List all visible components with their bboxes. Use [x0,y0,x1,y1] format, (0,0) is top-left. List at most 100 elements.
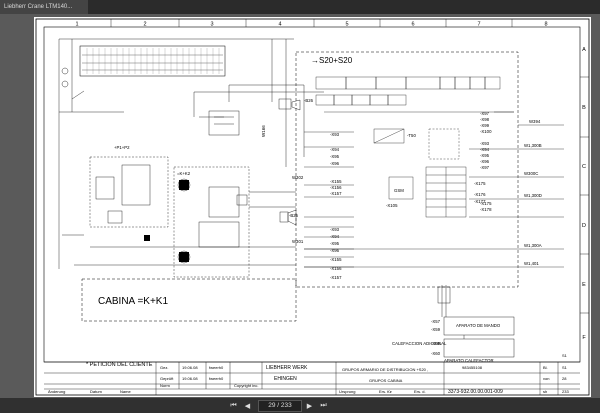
tb-desc1: GRUPOS ARMARIO DE DISTRIBUCION +S20 , [342,367,428,372]
tb-doc-no: 3373-932.00.00.001-009 [448,389,503,395]
heater-mando-label: APARATO DE MANDO [456,323,501,328]
terminal-label: -X94 [330,147,340,152]
tb-date2: 19.06.08 [182,376,198,381]
terminal-label: -X100 [480,129,492,134]
column-label: 3 [210,22,213,28]
terminal-label: -X156 [330,185,342,190]
tb-bl-label: Bl. [543,365,548,370]
wire-label: W300C [524,171,538,176]
terminal-label: -X94 [480,147,490,152]
wire-label: W1,300B [524,143,542,148]
terminal-label: -X176 [474,192,486,197]
terminal-label: -X96 [330,161,340,166]
terminal-label: -X60 [431,351,441,356]
tb-drawing-no: 983455108 [462,365,483,370]
wire-label: W1,300A [524,243,542,248]
column-label: 6 [411,22,414,28]
terminal-label: -X155 [330,179,342,184]
tb-sh-value: 233 [562,389,569,394]
terminal-label: -X157 [330,191,342,196]
column-label: 4 [278,22,281,28]
row-label: B [582,105,586,111]
terminal-label: -X175 [474,181,486,186]
first-page-button[interactable]: ⏮ [230,401,237,409]
terminal-label: -X93 [330,227,340,232]
terminal-label: -X94 [330,234,340,239]
tb-datum: Datum [90,389,102,394]
next-page-button[interactable]: ▶ [306,402,313,410]
terminal-label: -X98 [480,117,490,122]
tb-von-label: von [543,376,549,381]
peticion-note: * PETICION DEL CLIENTE [86,362,153,368]
row-label: F [582,335,586,341]
wire-label: W394 [529,119,541,124]
terminal-label: -X155 [330,257,342,262]
component-label: -T50 [407,133,416,138]
tb-name2: fweerh0 [209,376,224,381]
tb-company1: LIEBHERR WERK [266,365,308,371]
column-label: 8 [544,22,547,28]
block-title: →S20+S20 [311,56,353,65]
terminal-label: -X157 [330,275,342,280]
tb-company2: EHINGEN [274,376,297,382]
component-label: =K+K2 [177,171,191,176]
terminal-label: -X95 [330,154,340,159]
terminal-label: -X96 [330,248,340,253]
tb-copyright: Copyright inc. [234,383,258,388]
tb-name: Name [120,389,131,394]
wire-label: W166 [261,125,266,137]
terminal-label: -X97 [480,165,490,170]
terminal-label: -X95 [330,241,340,246]
last-page-button[interactable]: ⏭ [320,401,327,409]
row-label: C [582,164,586,170]
tb-desc2: GRUPOS CABINA [369,378,403,383]
tb-sh-label: sh [543,389,547,394]
heater-calefactor-label: APARATO CALEFACTOR [444,358,494,363]
page-number-input[interactable]: 29 / 233 [258,400,302,412]
column-label: 5 [345,22,348,28]
column-label: 2 [143,22,146,28]
tb-ers-d: Ers. d. [414,389,426,394]
component-label: -B26 [304,98,314,103]
wire-label: W1,300D [524,193,542,198]
tb-name1: fweerh0 [209,365,224,370]
component-label: +P1+P2 [114,145,130,150]
prev-page-button[interactable]: ◀ [244,402,251,410]
cabina-label: CABINA =K+K1 [98,296,168,307]
terminal-label: -X175 [480,201,492,206]
document-tab[interactable]: Liebherr Crane LTM140... [0,0,88,14]
terminal-label: -X59 [431,327,441,332]
component-label: GSM [394,188,404,193]
tb-norm-label: Norm [160,383,170,388]
tb-gez-label: Gez. [160,365,168,370]
terminal-label: -X177 [474,199,486,204]
row-label: E [582,282,586,288]
tb-gepr-label: Geprüft [160,376,174,381]
terminal-label: -X57 [431,319,441,324]
tb-bl-value: S1 [562,365,568,370]
terminal-label: -X156 [330,266,342,271]
wire-label: W1,401 [524,261,539,266]
terminal-label: -X93 [330,132,340,137]
wire-label: W301 [292,239,304,244]
terminal-label: -X97 [480,111,490,116]
row-label: A [582,47,586,53]
status-bar: ⏮ ◀ 29 / 233 ▶ ⏭ [0,398,600,413]
tb-von-value: 28 [562,376,567,381]
terminal-label: -X178 [480,207,492,212]
terminal-label: -X93 [480,141,490,146]
tb-ers-fur: Ers. für [379,389,393,394]
wire-label: W302 [292,175,304,180]
document-viewer[interactable]: 1 2 3 4 5 6 7 8 A B C D E F [0,14,600,398]
window-titlebar: Liebherr Crane LTM140... [0,0,600,14]
column-label: 1 [75,22,78,28]
tb-date1: 19.06.08 [182,365,198,370]
row-label: D [582,223,586,229]
tb-ursprung: Ursprung [339,389,355,394]
terminal-label: -X96 [480,159,490,164]
tb-aenderung: Änderung [48,389,65,394]
tb-first-label: S1 [562,353,568,358]
schematic-drawing: 1 2 3 4 5 6 7 8 A B C D E F [35,18,590,396]
component-label: -X105 [386,203,398,208]
component-label: -B25 [289,213,299,218]
